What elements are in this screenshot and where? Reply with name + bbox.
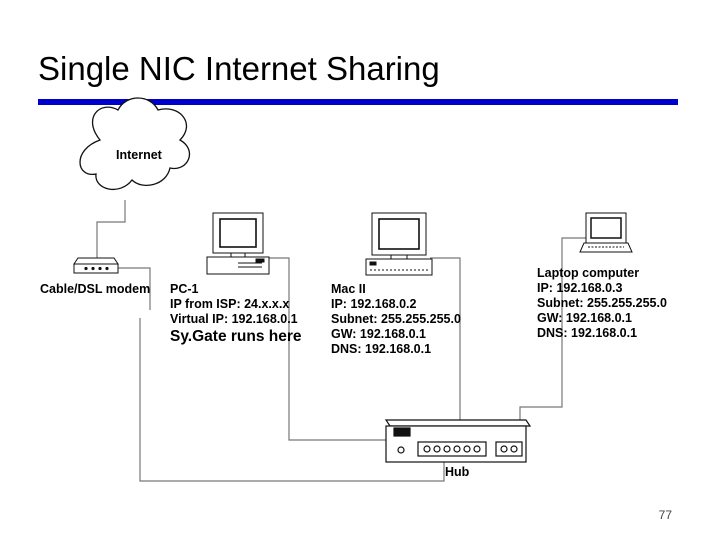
modem-icon (74, 258, 118, 273)
hub-icon (386, 420, 530, 462)
laptop-icon (580, 213, 632, 252)
mac-name: Mac II (331, 282, 366, 298)
cable-internet-modem (97, 200, 125, 262)
pc1-sygate-note: Sy.Gate runs here (170, 328, 302, 346)
pc1-isp-ip: IP from ISP: 24.x.x.x (170, 297, 289, 313)
laptop-gateway: GW: 192.168.0.1 (537, 311, 632, 327)
mac-subnet: Subnet: 255.255.255.0 (331, 312, 461, 328)
cloud-icon (80, 98, 189, 189)
laptop-subnet: Subnet: 255.255.255.0 (537, 296, 667, 312)
mac-ip: IP: 192.168.0.2 (331, 297, 416, 313)
mac-gateway: GW: 192.168.0.1 (331, 327, 426, 343)
mac-dns: DNS: 192.168.0.1 (331, 342, 431, 358)
mac-computer-icon (366, 213, 432, 275)
laptop-ip: IP: 192.168.0.3 (537, 281, 622, 297)
laptop-dns: DNS: 192.168.0.1 (537, 326, 637, 342)
pc1-computer-icon (207, 213, 269, 274)
modem-label: Cable/DSL modem (40, 282, 150, 298)
cable-mac-hub (430, 258, 460, 420)
laptop-name: Laptop computer (537, 266, 639, 282)
hub-label: Hub (445, 465, 469, 481)
internet-label: Internet (116, 148, 162, 164)
pc1-name: PC-1 (170, 282, 198, 298)
pc1-virtual-ip: Virtual IP: 192.168.0.1 (170, 312, 298, 328)
page-number: 77 (659, 508, 672, 522)
